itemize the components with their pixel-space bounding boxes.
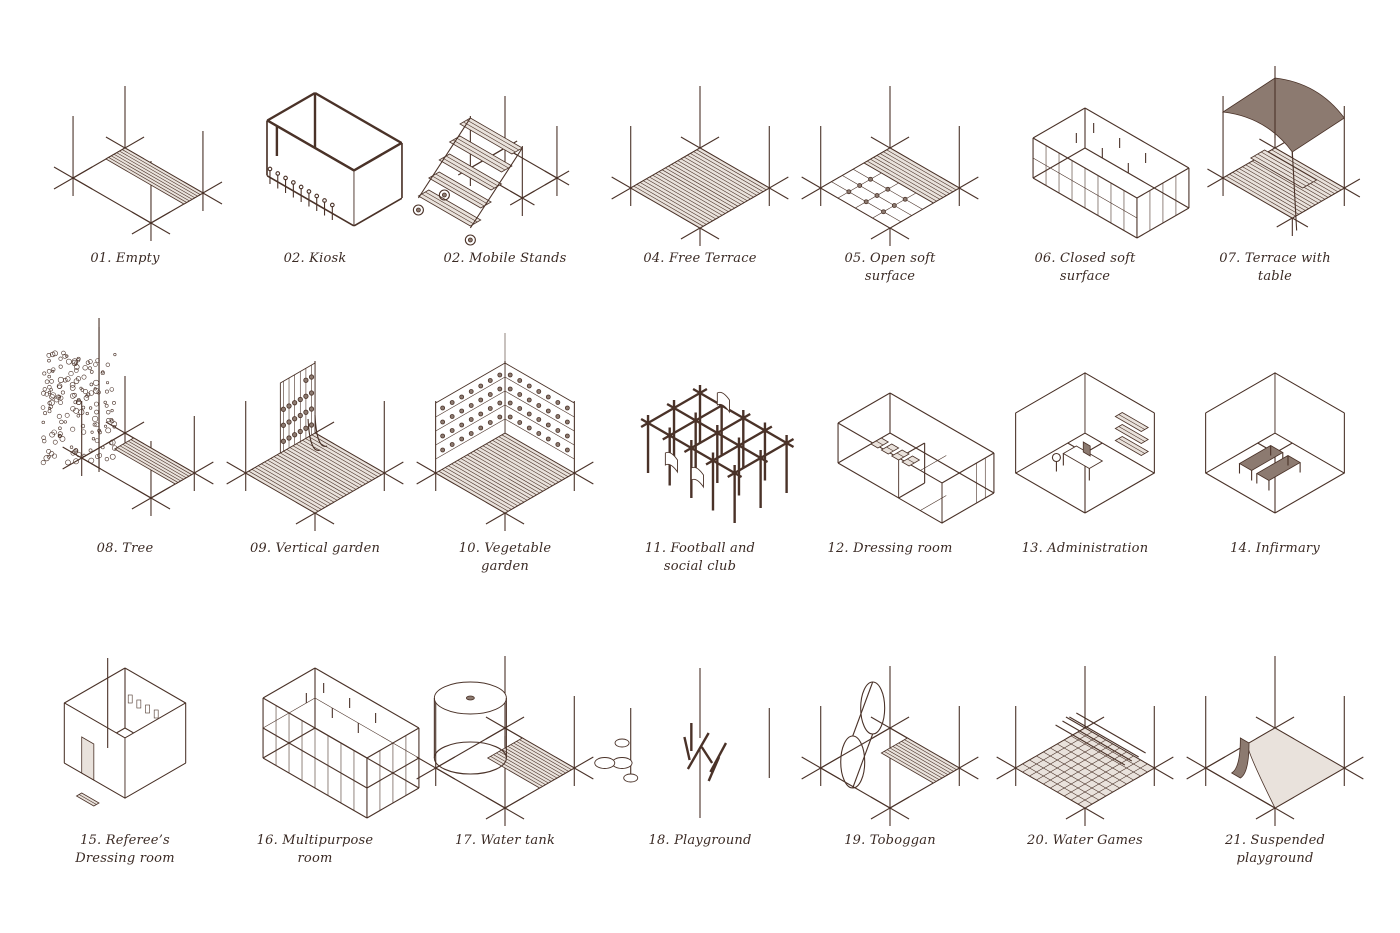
infirmary-icon (1205, 372, 1345, 514)
water-tank-icon (416, 656, 594, 826)
module-label: 09. Vertical garden (249, 541, 381, 556)
free-terrace-icon (611, 86, 789, 246)
module-label: 02. Mobile Stands (443, 251, 567, 266)
module-label: 05. Open soft surface (844, 251, 936, 284)
module-label: 02. Kiosk (283, 251, 347, 266)
kiosk-icon (266, 91, 403, 227)
module-label: 11. Football and social club (644, 541, 756, 574)
water-games-icon (996, 666, 1174, 826)
module-label: 15. Referee’s Dressing room (75, 833, 175, 866)
module-label: 21. Suspended playground (1224, 833, 1326, 866)
mobile-stands-icon (412, 96, 570, 246)
tree-icon (40, 318, 214, 516)
module-label: 13. Administration (1021, 541, 1149, 556)
closed-soft-surface-icon (1032, 107, 1190, 239)
module-label: 19. Toboggan (844, 833, 936, 848)
empty-frame-icon (53, 86, 223, 241)
module-label: 08. Tree (96, 541, 154, 556)
administration-icon (1015, 372, 1155, 514)
module-label: 04. Free Terrace (643, 251, 757, 266)
module-label: 10. Vegetable garden (458, 541, 552, 574)
football-social-club-icon (640, 385, 795, 523)
toboggan-icon (801, 666, 979, 826)
module-label: 16. Multipurpose room (256, 833, 374, 866)
suspended-playground-icon (1186, 656, 1364, 826)
referee-dressing-room-icon (63, 658, 187, 807)
module-label: 06. Closed soft surface (1034, 251, 1136, 284)
module-label: 14. Infirmary (1230, 541, 1320, 556)
module-label: 07. Terrace with table (1219, 251, 1331, 284)
multipurpose-room-icon (262, 667, 420, 819)
module-label: 01. Empty (90, 251, 160, 266)
open-soft-surface-icon (801, 86, 979, 246)
dressing-room-icon (837, 392, 995, 524)
module-label: 17. Water tank (454, 833, 556, 848)
playground-icon (594, 668, 770, 818)
module-label: 18. Playground (648, 833, 752, 848)
module-label: 20. Water Games (1027, 833, 1143, 848)
vertical-garden-icon (226, 361, 404, 531)
vegetable-garden-icon (416, 333, 594, 531)
module-label: 12. Dressing room (827, 541, 953, 556)
terrace-with-table-icon (1207, 66, 1361, 236)
